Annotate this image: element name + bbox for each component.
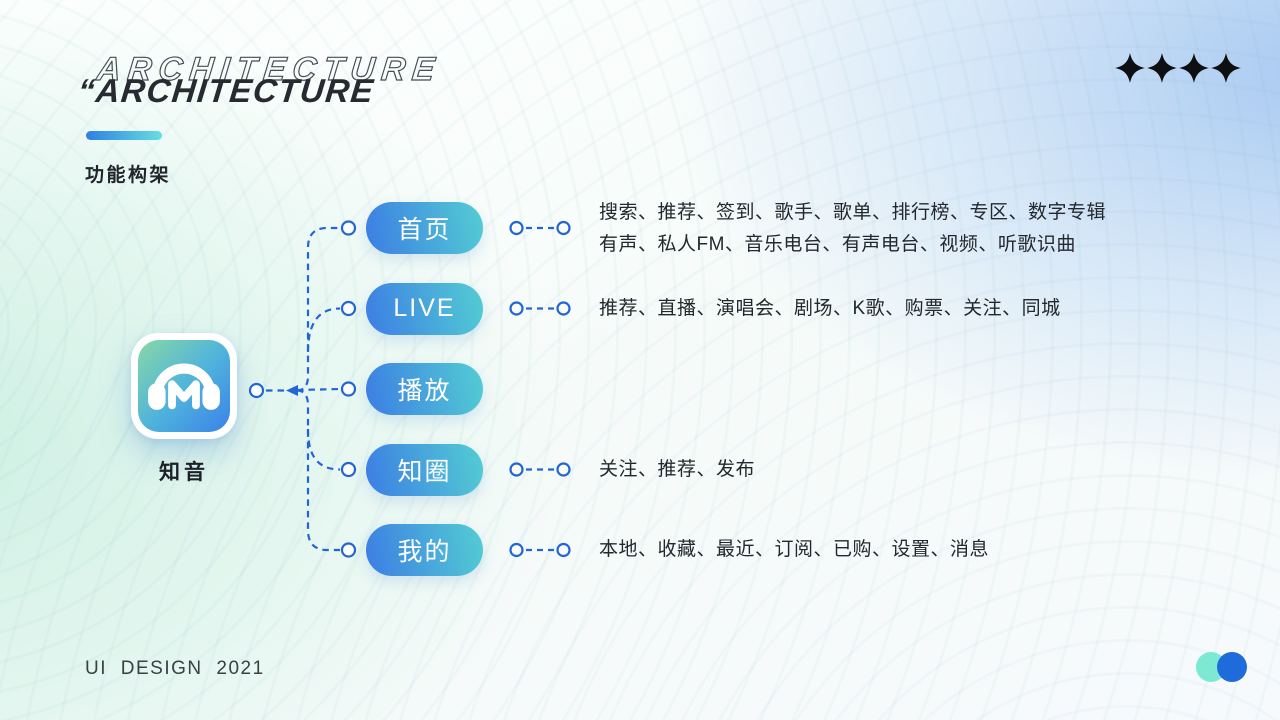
subtitle: 功能构架 xyxy=(85,165,172,186)
features-home-line-1: 搜索、推荐、签到、歌手、歌单、排行榜、专区、数字专辑 xyxy=(599,202,1107,223)
features-mine: 本地、收藏、最近、订阅、已购、设置、消息 xyxy=(599,534,989,566)
sparkle-stars-icon xyxy=(1115,53,1241,83)
node-player-label: 播放 xyxy=(397,377,452,405)
node-live-label: LIVE xyxy=(393,294,456,322)
root-node-circle xyxy=(248,382,265,399)
features-home-line-2: 有声、私人FM、音乐电台、有声电台、视频、听歌识曲 xyxy=(599,233,1076,255)
node-mine-label: 我的 xyxy=(397,538,452,566)
headphones-m-icon xyxy=(138,340,230,432)
accent-gradient-bar xyxy=(86,131,162,140)
feature-connectors xyxy=(509,220,571,558)
features-home: 搜索、推荐、签到、歌手、歌单、排行榜、专区、数字专辑 有声、私人FM、音乐电台、… xyxy=(599,197,1106,260)
footer-dot-blue xyxy=(1217,652,1247,682)
branch-arrow xyxy=(286,385,298,396)
node-circle: 知圈 xyxy=(366,443,483,496)
features-circle: 关注、推荐、发布 xyxy=(599,454,755,486)
app-icon xyxy=(131,333,237,439)
features-live-line-1: 推荐、直播、演唱会、剧场、K歌、购票、关注、同城 xyxy=(599,298,1061,319)
features-mine-line-1: 本地、收藏、最近、订阅、已购、设置、消息 xyxy=(599,539,990,560)
features-circle-line-1: 关注、推荐、发布 xyxy=(599,459,756,480)
app-name-label: 知音 xyxy=(159,461,209,484)
node-circle-label: 知圈 xyxy=(397,457,452,486)
node-mine: 我的 xyxy=(366,524,483,576)
headline-main-text: ARCHITECTURE xyxy=(94,72,377,109)
node-player: 播放 xyxy=(366,363,483,415)
headline-solid-text: “ARCHITECTURE xyxy=(76,72,376,110)
node-home-label: 首页 xyxy=(397,216,452,244)
footer-credit: UI DESIGN 2021 xyxy=(85,658,265,679)
features-live: 推荐、直播、演唱会、剧场、K歌、购票、关注、同城 xyxy=(599,293,1061,325)
node-live: LIVE xyxy=(366,282,483,335)
node-home: 首页 xyxy=(366,202,483,254)
